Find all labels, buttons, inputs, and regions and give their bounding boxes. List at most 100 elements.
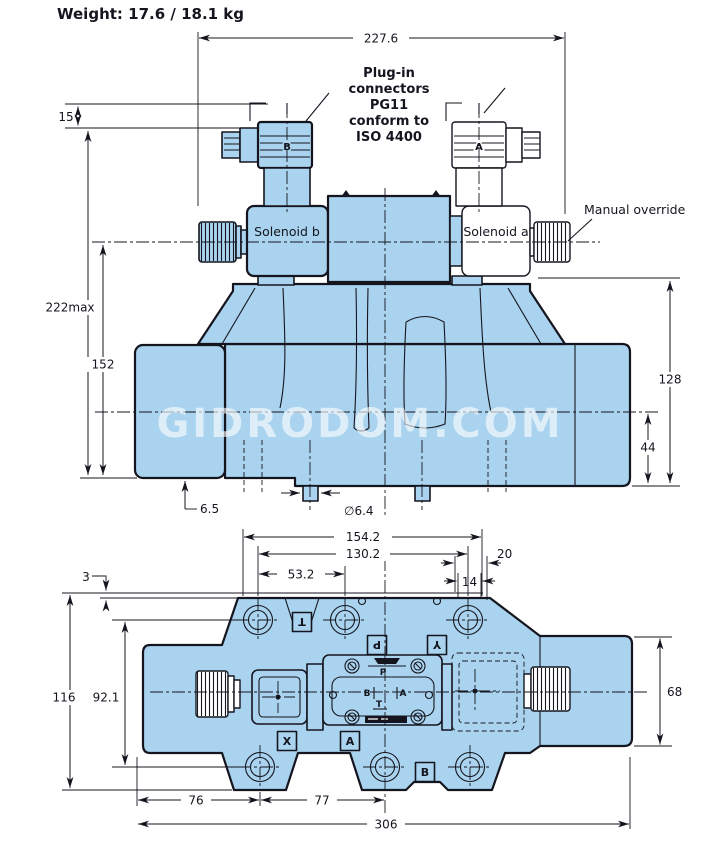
mounting-hole [236, 598, 280, 642]
dim-face-to-base: 128 [659, 373, 682, 387]
plug-connector-b: B [221, 92, 330, 212]
dim-overall-width: 227.6 [364, 32, 398, 46]
port-box-a [339, 730, 361, 752]
knurl-texture [197, 672, 227, 716]
mounting-hole [323, 598, 367, 642]
spacer-block [449, 215, 463, 267]
dim-overall-length: 306 [375, 818, 398, 832]
weight-label: Weight: 17.6 / 18.1 kg [57, 5, 244, 23]
gland-nut [505, 127, 523, 163]
gland-nut [239, 127, 259, 163]
dim-overall-height: 116 [53, 691, 76, 705]
fixing-screw [410, 709, 426, 725]
note-line: connectors [349, 82, 430, 97]
dim-step: 6.5 [200, 502, 219, 516]
port-boxes: T P Y X A B [276, 611, 448, 783]
gland-ridges [524, 137, 540, 151]
dim-bolt-left-span: 53.2 [288, 568, 315, 582]
locating-pin [414, 485, 431, 502]
upper-view: Solenoid b Solenoid a B A [42, 30, 687, 518]
fixing-screw [410, 658, 426, 674]
dim-flange-width: 154.2 [346, 530, 380, 544]
port-letter-a: A [346, 735, 355, 748]
fixing-screw [344, 658, 360, 674]
coil-flange [306, 663, 324, 731]
locating-pin [302, 485, 319, 502]
port-box-y [426, 634, 448, 656]
valve-tower [196, 282, 567, 346]
connector-b-letter: B [283, 142, 291, 153]
solenoid-b-bottom-view [195, 663, 324, 731]
solenoid-a-body [461, 205, 531, 277]
solenoid-b-body [245, 204, 330, 278]
dim-connector-clearance: 15 [58, 110, 73, 124]
pilot-valve-body [326, 194, 452, 284]
note-line: Plug-in [363, 66, 415, 81]
port-letter-b: B [421, 766, 429, 779]
lower-view: P B A T T P Y X A [48, 529, 682, 832]
port-face-t: T [376, 700, 383, 710]
pin-axes [309, 440, 423, 510]
port-box-x [276, 730, 298, 752]
pilot-port [328, 690, 338, 700]
screw-boss [357, 596, 367, 606]
lower-dimensions: 154.2 130.2 53.2 20 14 [48, 529, 682, 832]
upper-dimensions: 227.6 15 222max 152 128 44 [42, 30, 687, 518]
solenoid-a-bottom-view [441, 652, 571, 732]
mounting-holes [236, 598, 492, 789]
pilot-port [424, 690, 434, 700]
mounting-screw-mark [341, 190, 351, 197]
port-box-p [366, 634, 388, 656]
coil-flange [441, 663, 453, 731]
watermark: GIDRODOM.COM [156, 401, 563, 447]
washer [227, 675, 235, 713]
gland-ridges [224, 137, 240, 151]
plug-connector-a: A [445, 87, 541, 212]
fixing-screw [344, 709, 360, 725]
connector-position-marks [445, 87, 506, 121]
connector-position-marks [249, 92, 330, 122]
note-line: conform to [349, 114, 429, 129]
washer [233, 679, 241, 709]
manual-override-callout: Manual override [567, 202, 686, 242]
dim-axis-to-base: 152 [92, 358, 115, 372]
pilot-mounting-pad [257, 275, 295, 286]
dim-plate-offset: 3 [82, 570, 90, 584]
connector-block-inner [258, 676, 301, 718]
screw-boss [432, 596, 442, 606]
port-letter-p: P [373, 638, 381, 651]
cable-gland [221, 131, 241, 159]
dim-axis-to-bottom: 44 [640, 441, 655, 455]
port-letter-t: T [298, 615, 306, 628]
dim-bolt-vertical-span: 92.1 [93, 691, 120, 705]
washer [523, 673, 532, 709]
mounting-hole [238, 745, 282, 789]
solenoid-a-label: Solenoid a [463, 224, 528, 239]
connector-a-letter: A [475, 142, 483, 153]
mounting-hole [446, 598, 490, 642]
port-letter-y: Y [432, 638, 442, 651]
port-face-b: B [364, 689, 371, 699]
plug-in-note: Plug-in connectors PG11 conform to ISO 4… [349, 66, 430, 145]
bolt-hole-axes [243, 440, 507, 492]
dim-cap-height: 68 [667, 685, 682, 699]
mounting-screw-mark [431, 190, 441, 197]
port-face-a: A [400, 689, 407, 699]
knurl-texture [532, 668, 569, 710]
dim-hole-pitch-right: 77 [314, 794, 329, 808]
dim-offset-14: 14 [462, 575, 477, 589]
left-end-cap [133, 343, 227, 480]
pilot-interface-block: P B A T [322, 654, 443, 726]
main-valve-body [223, 342, 632, 488]
solenoid-b-label: Solenoid b [254, 224, 320, 239]
cable-gland [521, 131, 541, 159]
note-line: ISO 4400 [356, 130, 422, 145]
port-box-b [414, 761, 436, 783]
dim-bolt-span: 130.2 [346, 547, 380, 561]
note-line: PG11 [370, 98, 408, 113]
port-letter-x: X [283, 735, 292, 748]
solenoid-a-phantom-inner [458, 660, 518, 724]
mounting-hole [448, 745, 492, 789]
pilot-mounting-pad [451, 275, 483, 286]
